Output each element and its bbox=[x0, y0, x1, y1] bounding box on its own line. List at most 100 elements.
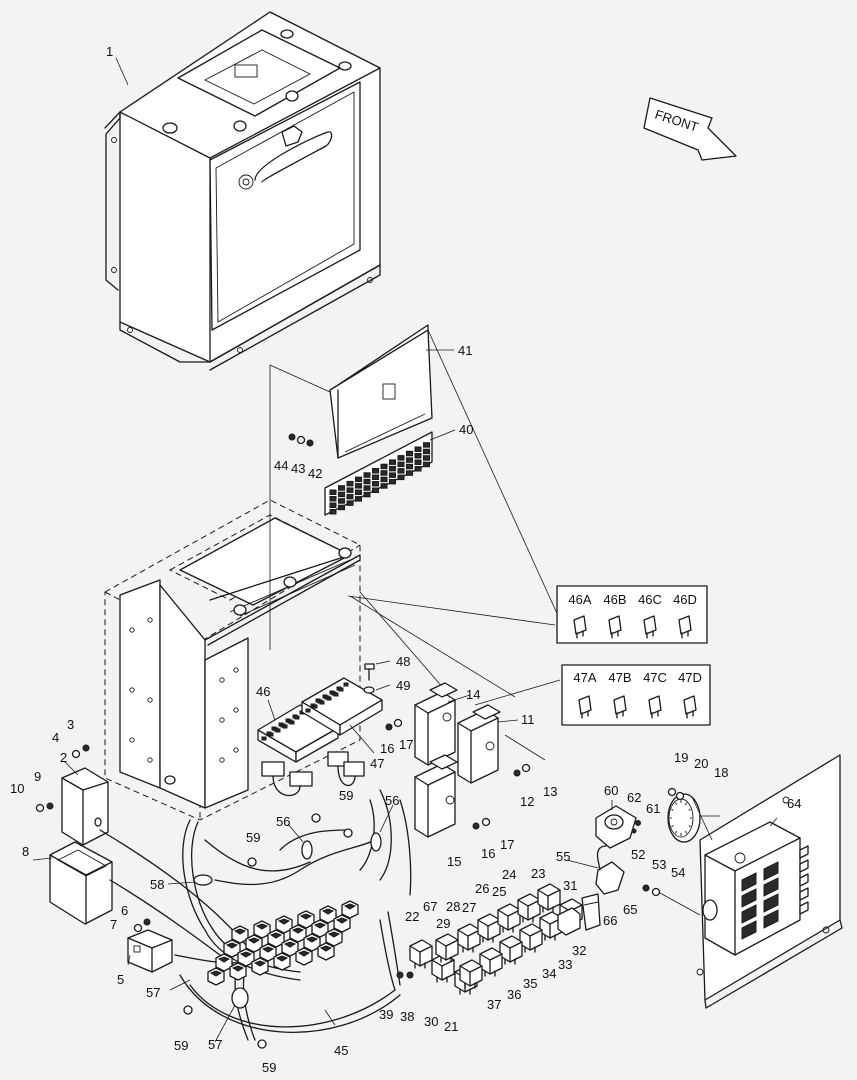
display-panel-64 bbox=[696, 754, 843, 1009]
relay bbox=[459, 959, 483, 989]
fuse-label-46b: 46B bbox=[603, 592, 626, 607]
callout-53: 53 bbox=[652, 857, 666, 872]
front-direction-arrow: FRONT bbox=[643, 97, 737, 161]
pin-62 bbox=[631, 828, 637, 834]
fuse-label-47b: 47B bbox=[608, 670, 631, 685]
callout-45: 45 bbox=[334, 1043, 348, 1058]
callout-57a: 57 bbox=[146, 985, 160, 1000]
relay bbox=[457, 923, 481, 953]
callout-16a: 16 bbox=[380, 741, 394, 756]
callout-59b: 59 bbox=[246, 830, 260, 845]
callout-leaders bbox=[32, 57, 778, 1043]
washer-49 bbox=[363, 686, 375, 694]
switch-65 bbox=[595, 845, 625, 895]
callout-14: 14 bbox=[466, 687, 480, 702]
callout-17a: 17 bbox=[399, 737, 413, 752]
screws-38-39 bbox=[396, 971, 414, 979]
callout-58: 58 bbox=[150, 877, 164, 892]
callout-59c: 59 bbox=[174, 1038, 188, 1053]
callout-32: 32 bbox=[572, 943, 586, 958]
relay bbox=[435, 933, 459, 963]
blade-fuse-icon bbox=[648, 695, 662, 719]
screw-48 bbox=[364, 663, 375, 681]
callout-46: 46 bbox=[256, 684, 270, 699]
relay-row bbox=[409, 883, 583, 995]
electrical-box-housing bbox=[104, 11, 381, 371]
module-2 bbox=[61, 767, 109, 846]
blade-fuse-icon bbox=[683, 695, 697, 719]
callout-48: 48 bbox=[396, 654, 410, 669]
callout-17b: 17 bbox=[500, 837, 514, 852]
bolt-59 bbox=[183, 813, 353, 1049]
callout-30: 30 bbox=[424, 1014, 438, 1029]
relay bbox=[409, 939, 433, 969]
callout-40: 40 bbox=[459, 422, 473, 437]
blade-fuse-icon bbox=[573, 615, 587, 639]
callout-4: 4 bbox=[52, 730, 59, 745]
callout-65: 65 bbox=[623, 902, 637, 917]
callout-11: 11 bbox=[521, 712, 535, 727]
relay-14 bbox=[414, 682, 458, 766]
callout-64: 64 bbox=[787, 796, 801, 811]
callout-9: 9 bbox=[34, 769, 41, 784]
callout-24: 24 bbox=[502, 867, 516, 882]
blade-fuse-icon bbox=[578, 695, 592, 719]
harness-clamp-56 bbox=[193, 832, 382, 1009]
inner-mounting-panel bbox=[119, 517, 361, 809]
callout-18: 18 bbox=[714, 765, 728, 780]
callout-10: 10 bbox=[10, 781, 24, 796]
callout-3: 3 bbox=[67, 717, 74, 732]
callout-67: 67 bbox=[423, 899, 437, 914]
callout-66: 66 bbox=[603, 913, 617, 928]
callout-56b: 56 bbox=[276, 814, 290, 829]
callout-59d: 59 bbox=[262, 1060, 276, 1075]
relay bbox=[477, 913, 501, 943]
left-small-hardware bbox=[35, 744, 151, 933]
callout-2: 2 bbox=[60, 750, 67, 765]
vent-grille bbox=[238, 174, 254, 190]
callout-26: 26 bbox=[475, 881, 489, 896]
callout-13: 13 bbox=[543, 784, 557, 799]
callout-25: 25 bbox=[492, 884, 506, 899]
wiring-harness-58 bbox=[99, 789, 412, 1041]
relay-base-harness-45 bbox=[179, 900, 401, 1033]
callout-1: 1 bbox=[106, 44, 113, 59]
callout-52: 52 bbox=[631, 847, 645, 862]
callout-27: 27 bbox=[462, 900, 476, 915]
callout-29: 29 bbox=[436, 916, 450, 931]
fuse-label-47a: 47A bbox=[573, 670, 596, 685]
assembly-leader-lines bbox=[269, 329, 561, 706]
pin-61 bbox=[635, 820, 641, 826]
callout-31: 31 bbox=[563, 878, 577, 893]
callout-20: 20 bbox=[694, 756, 708, 771]
callout-56a: 56 bbox=[385, 793, 399, 808]
callout-6: 6 bbox=[121, 903, 128, 918]
callout-28: 28 bbox=[446, 899, 460, 914]
callout-57b: 57 bbox=[208, 1037, 222, 1052]
callout-12: 12 bbox=[520, 794, 534, 809]
callout-36: 36 bbox=[507, 987, 521, 1002]
callout-8: 8 bbox=[22, 844, 29, 859]
callout-19: 19 bbox=[674, 750, 688, 765]
callout-34: 34 bbox=[542, 966, 556, 981]
callout-labels: 1 2 3 4 5 6 7 8 9 10 11 12 13 14 15 16 1… bbox=[10, 44, 801, 1075]
screw-washer-set bbox=[288, 433, 314, 447]
relay-15 bbox=[414, 754, 458, 838]
callout-59a: 59 bbox=[339, 788, 353, 803]
blade-fuse-icon bbox=[678, 615, 692, 639]
fuse-label-47c: 47C bbox=[643, 670, 667, 685]
callout-16b: 16 bbox=[481, 846, 495, 861]
callout-35: 35 bbox=[523, 976, 537, 991]
callout-44: 44 bbox=[274, 458, 288, 473]
relay bbox=[537, 883, 561, 913]
callout-42: 42 bbox=[308, 466, 322, 481]
connector-66 bbox=[581, 893, 601, 931]
relay bbox=[517, 893, 541, 923]
relay-connector-31 bbox=[557, 907, 581, 936]
fuse-label-46a: 46A bbox=[568, 592, 591, 607]
callout-21: 21 bbox=[444, 1019, 458, 1034]
callout-43: 43 bbox=[291, 461, 305, 476]
